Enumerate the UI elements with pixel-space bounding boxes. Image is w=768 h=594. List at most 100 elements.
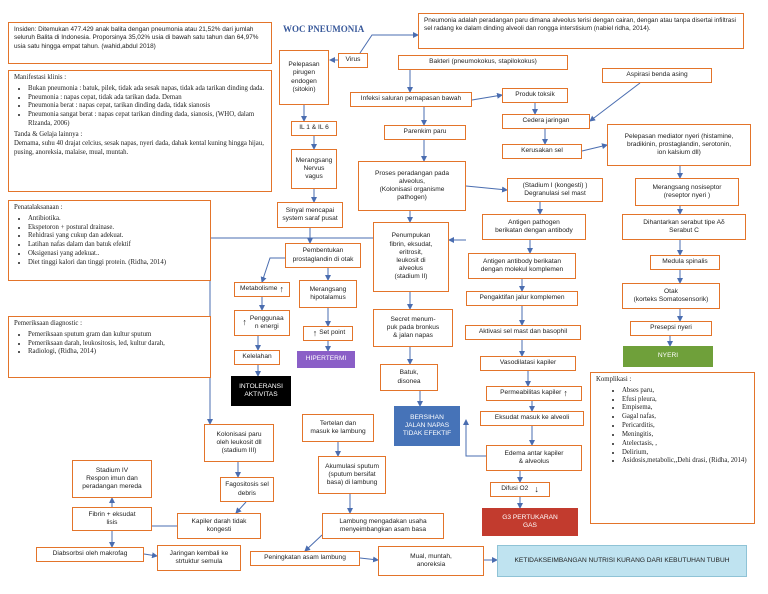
node-otak: Otak (korteks Somatosensorik) bbox=[622, 283, 720, 309]
increase-icon: ↑ bbox=[563, 387, 568, 398]
decrease-icon: ↓ bbox=[534, 483, 539, 494]
node-virus: Virus bbox=[338, 53, 368, 68]
pemeriksaan-heading: Pemeriksaan diagnostic : bbox=[14, 320, 82, 327]
node-kerusakan: Kerusakan sel bbox=[502, 144, 582, 159]
komplikasi-box: Komplikasi : Abses paru, Efusi pleura, E… bbox=[590, 372, 755, 524]
node-fibrin: Fibrin + eksudat lisis bbox=[72, 507, 152, 531]
node-antigen-pathogen: Antigen pathogen berikatan dengan antibo… bbox=[482, 214, 586, 240]
node-kelelahan: Kelelahan bbox=[234, 350, 280, 365]
node-difusi: Difusi O2 ↓ bbox=[490, 482, 550, 497]
node-tertelan: Tertelan dan masuk ke lambung bbox=[302, 414, 374, 442]
node-edema: Edema antar kapiler & alveolus bbox=[486, 445, 582, 471]
penatalaksanaan-heading: Penatalaksanaan : bbox=[14, 204, 63, 211]
manifestasi-heading: Manifestasi klinis : bbox=[14, 74, 67, 81]
pemeriksaan-box: Pemeriksaan diagnostic : Pemeriksaan spu… bbox=[8, 316, 211, 378]
insiden-box: Insiden: Ditemukan 477.429 anak balita d… bbox=[8, 22, 272, 64]
connector-arrow bbox=[143, 552, 158, 559]
list-item: Antibiotika. bbox=[28, 215, 205, 224]
node-secret: Secret menum- puk pada bronkus & jalan n… bbox=[373, 309, 453, 347]
node-jaringan: Jaringan kembali ke strtuktur semula bbox=[157, 545, 241, 571]
node-penggunaan-energi: ↑Penggunaa n energi bbox=[234, 310, 290, 336]
definisi-box: Pneumonia adalah peradangan paru dimana … bbox=[418, 13, 744, 49]
list-item: Atelectasis, , bbox=[622, 440, 749, 449]
difusi-label: Difusi O2 bbox=[501, 485, 529, 493]
increase-icon: ↑ bbox=[312, 327, 318, 338]
node-kolonisasi: Kolonisasi paru oleh leukosit dll (stadi… bbox=[204, 424, 274, 462]
list-item: Pemeriksaan darah, leukositosis, led, ku… bbox=[28, 340, 205, 349]
connector-arrow bbox=[359, 556, 379, 563]
manifestasi-list: Bukan pneumonia : batuk, pilek, tidak ad… bbox=[14, 85, 266, 129]
node-metabolisme: Metabolisme↑ bbox=[234, 282, 290, 297]
penatalaksanaan-box: Penatalaksanaan : Antibiotika. Ekspetoro… bbox=[8, 200, 211, 281]
node-infeksi: Infeksi saluran pernapasan bawah bbox=[350, 92, 472, 107]
node-pengaktifan: Pengaktifan jalur komplemen bbox=[466, 291, 578, 306]
diagnosis-bersihan-jalan-napas: BERSIHAN JALAN NAPAS TIDAK EFEKTIF bbox=[394, 406, 460, 446]
list-item: Pneumonia berat : napas cepat, tarikan d… bbox=[28, 102, 266, 111]
node-kapiler: Kapiler darah tidak kongesti bbox=[177, 513, 261, 539]
node-bakteri: Bakteri (pneumokokus, stapilokokus) bbox=[398, 55, 568, 70]
komplikasi-list: Abses paru, Efusi pleura, Empisema, Gaga… bbox=[596, 387, 749, 466]
list-item: Radiologi, (Ridha, 2014) bbox=[28, 348, 205, 357]
node-vasodilatasi: Vasodilatasi kapiler bbox=[480, 356, 576, 371]
node-set-point: ↑Set point bbox=[303, 326, 353, 341]
node-merangsang-nervus: Merangsang Nervus vagus bbox=[291, 149, 337, 189]
node-persepsi: Presepsi nyeri bbox=[630, 321, 712, 336]
node-fagositosis: Fagositosis sel debris bbox=[220, 477, 274, 502]
node-pelepasan-pirogen: Pelepasan pirugen endogen (sitokin) bbox=[279, 50, 329, 105]
list-item: Rehidrasi yang cukup dan adekuat. bbox=[28, 232, 205, 241]
list-item: Meningitis, bbox=[622, 431, 749, 440]
node-batuk: Batuk, disonea bbox=[380, 364, 438, 391]
list-item: Pemeriksaan sputum gram dan kultur sputu… bbox=[28, 331, 205, 340]
node-parenkim: Parenkim paru bbox=[384, 125, 466, 140]
node-aktivasi: Aktivasi sel mast dan basophil bbox=[465, 325, 581, 340]
list-item: Pericarditis, bbox=[622, 422, 749, 431]
node-permeabilitas: Permeabilitas kapiler↑ bbox=[486, 386, 582, 401]
node-pelepasan-mediator: Pelepasan mediator nyeri (histamine, bra… bbox=[607, 124, 751, 166]
manifestasi-box: Manifestasi klinis : Bukan pneumonia : b… bbox=[8, 70, 272, 192]
node-cedera: Cedera jaringan bbox=[502, 114, 590, 129]
connector-arrow bbox=[235, 501, 247, 514]
node-merangsang-hipotalamus: Merangsang hipotalamus bbox=[299, 280, 357, 308]
connector-arrow bbox=[304, 534, 323, 552]
node-aspirasi: Aspirasi benda asing bbox=[602, 68, 712, 83]
metabolisme-label: Metabolisme bbox=[240, 285, 278, 293]
node-stadium-1: (Stadium I (kongesti) ) Degranulasi sel … bbox=[507, 178, 603, 202]
diagnosis-hipertermi: HIPERTERMI bbox=[297, 351, 355, 368]
list-item: Latihan nafas dalam dan batuk efektif bbox=[28, 241, 205, 250]
node-merangsang-nosiseptor: Merangsang nosiseptor (reseptor nyeri ) bbox=[635, 178, 739, 206]
connector-arrow bbox=[260, 257, 290, 283]
connector-arrow bbox=[589, 82, 641, 122]
node-pembentukan-prostaglandin: Pembentukan prostaglandin di otak bbox=[285, 243, 361, 268]
node-diabsorbsi: Diabsorbsi oleh makrofag bbox=[36, 547, 144, 562]
setpoint-label: Set point bbox=[319, 329, 346, 337]
list-item: Pneumonia sangat berat : napas cepat tar… bbox=[28, 111, 266, 129]
pemeriksaan-list: Pemeriksaan sputum gram dan kultur sputu… bbox=[14, 331, 205, 357]
list-item: Asidosis,metabolic,,Dehi drasi, (Ridha, … bbox=[622, 457, 749, 466]
node-stadium-4: Stadium IV Respon imun dan peradangan me… bbox=[72, 460, 152, 498]
node-eksudat: Eksudat masuk ke alveoli bbox=[480, 411, 584, 426]
penggunaan-label: Penggunaa n energi bbox=[249, 314, 284, 330]
diagram-title: WOC PNEUMONIA bbox=[283, 24, 365, 34]
node-penumpukan: Penumpukan fibrin, eksudat, eritrosit, l… bbox=[373, 222, 449, 292]
list-item: Empisema, bbox=[622, 404, 749, 413]
node-mual: Mual, muntah, anoreksia bbox=[378, 546, 484, 576]
connector-arrow bbox=[471, 92, 503, 101]
node-il: IL 1 & IL 6 bbox=[291, 121, 337, 136]
list-item: Ekspetoron + postural drainase. bbox=[28, 224, 205, 233]
connector-arrow bbox=[463, 419, 486, 457]
komplikasi-heading: Komplikasi : bbox=[596, 376, 632, 383]
node-sinyal: Sinyal mencapai system saraf pusat bbox=[277, 202, 343, 228]
connector-arrow bbox=[359, 32, 419, 54]
node-produk-toksik: Produk toksik bbox=[502, 88, 568, 103]
increase-icon: ↑ bbox=[242, 317, 247, 328]
node-antigen-antibody: Antigen antibody berikatan dengan moleku… bbox=[468, 253, 576, 279]
diagnosis-intoleransi: INTOLERANSI AKTIVITAS bbox=[231, 376, 291, 406]
list-item: Pneumonia : napas cepat, tidak ada tarik… bbox=[28, 94, 266, 103]
list-item: Oksigenasi yang adekuat.. bbox=[28, 250, 205, 259]
list-item: Diet tinggi kalori dan tinggi protein. (… bbox=[28, 259, 205, 268]
penatalaksanaan-list: Antibiotika. Ekspetoron + postural drain… bbox=[14, 215, 205, 268]
diagnosis-pertukaran-gas: G3 PERTUKARAN GAS bbox=[482, 508, 578, 536]
node-medula: Medula spinalis bbox=[650, 255, 720, 270]
list-item: Efusi pleura, bbox=[622, 396, 749, 405]
